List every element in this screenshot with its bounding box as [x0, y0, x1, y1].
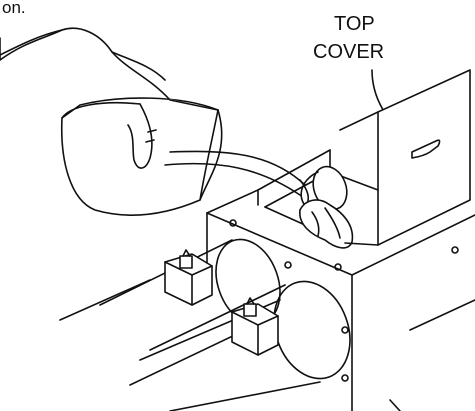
bolt-hole [341, 374, 349, 382]
top-cover-plate [377, 69, 471, 246]
caption-fragment: on. [2, 0, 26, 17]
bolt-hole [284, 261, 292, 269]
hand [0, 27, 219, 169]
callout-line-1: TOP [334, 13, 375, 35]
bolt-hole [334, 263, 342, 271]
bolt-hole [341, 326, 349, 334]
bolt-hole [451, 246, 459, 254]
cover-handle [411, 139, 441, 159]
bolt-hole [229, 219, 237, 227]
clamp-lower [231, 297, 279, 356]
fill-tube [300, 165, 348, 211]
rag [299, 199, 354, 249]
clamp-upper [164, 249, 213, 306]
callout-line-2: COVER [313, 41, 384, 63]
